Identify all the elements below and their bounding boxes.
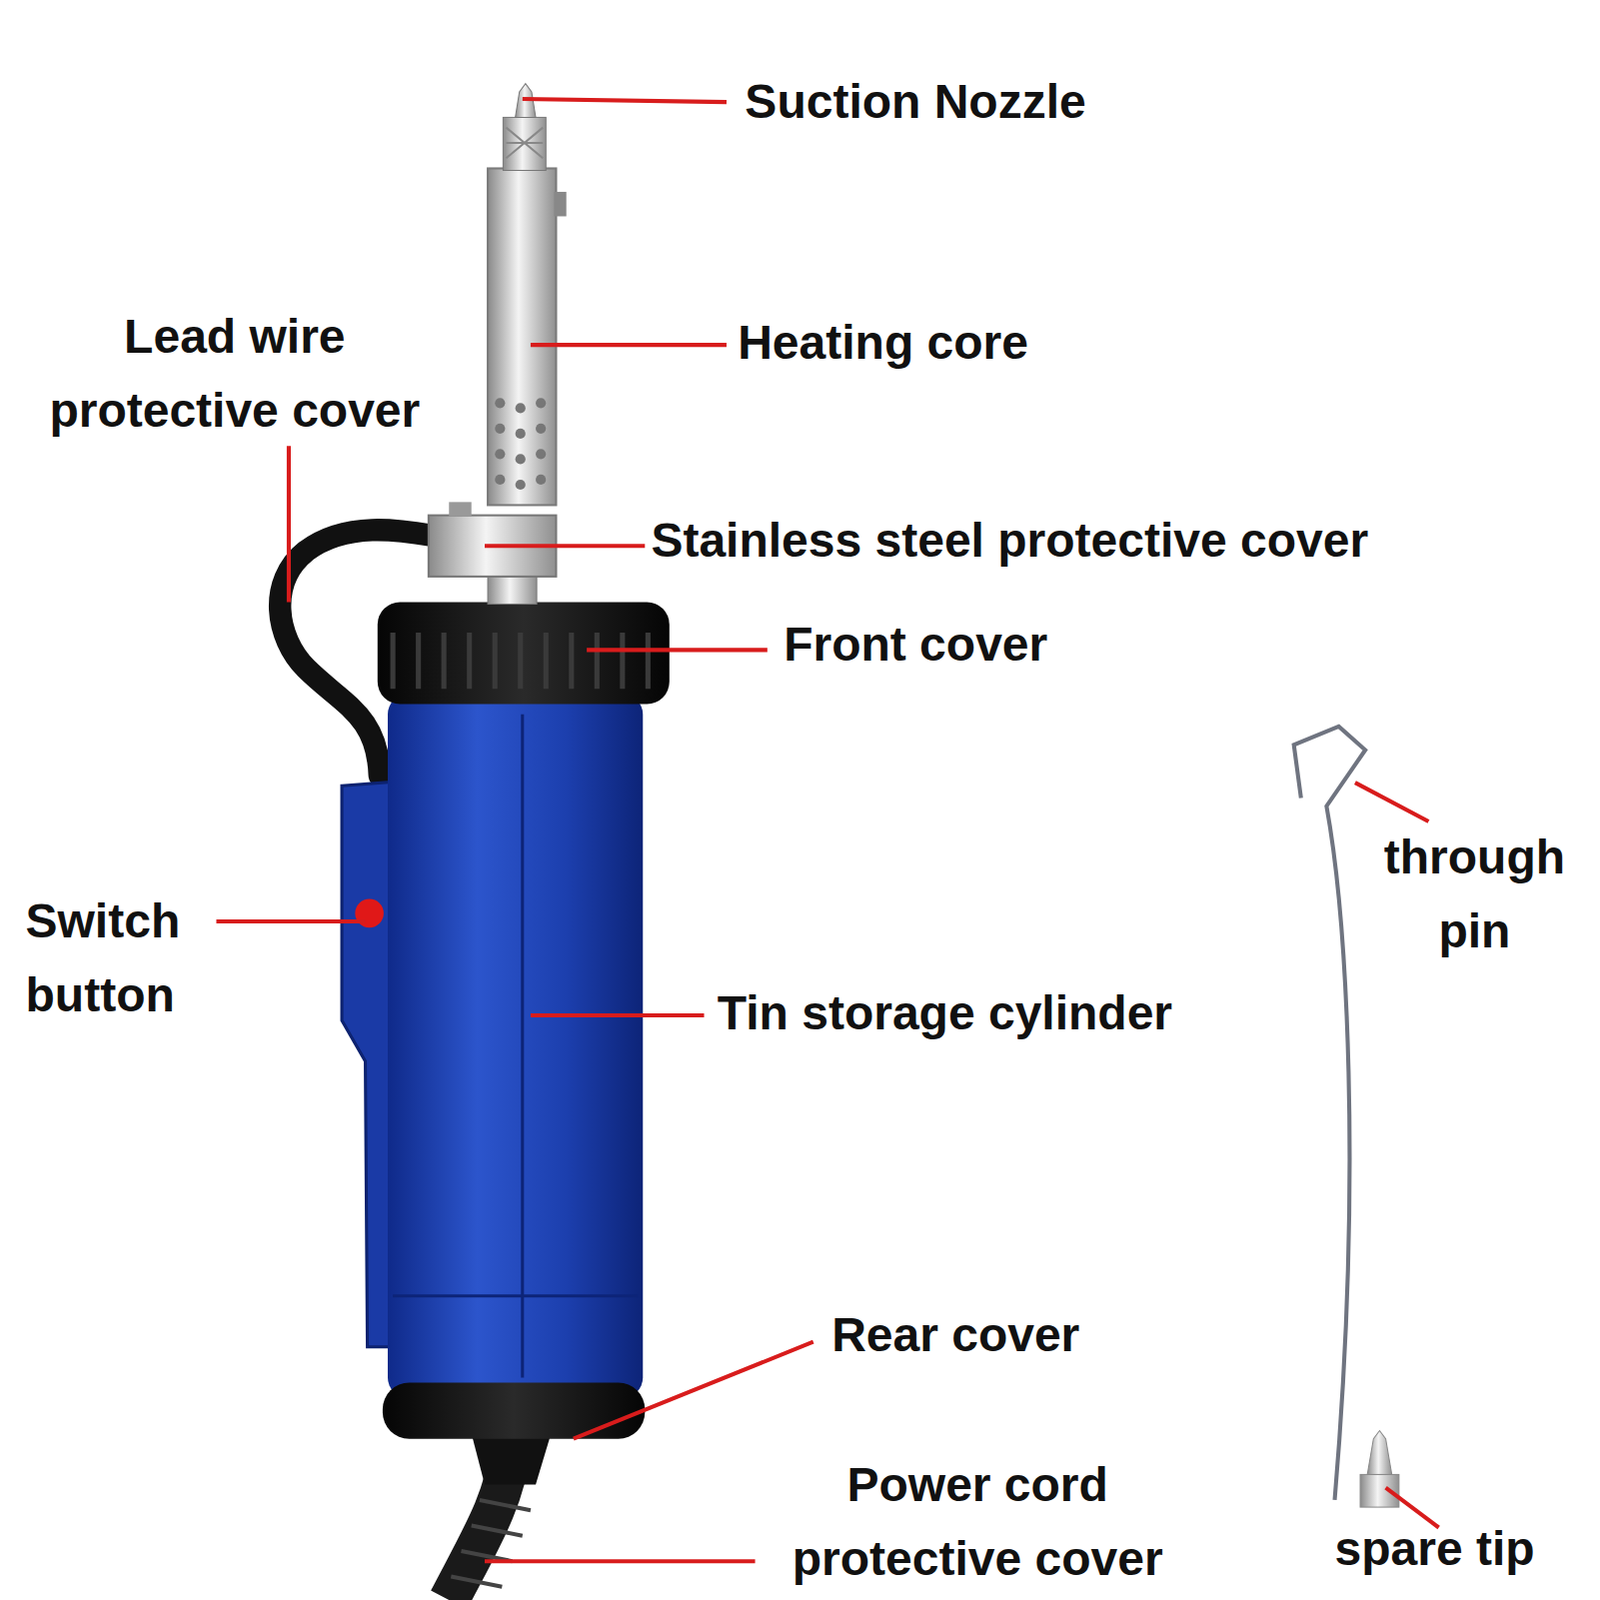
screw <box>553 191 566 217</box>
part-label: Rear cover <box>831 1298 1080 1373</box>
cord-relief <box>471 1434 552 1486</box>
part-label: Switch button <box>25 884 230 1033</box>
part-label: through pin <box>1357 820 1593 969</box>
part-label: Stainless steel protective cover <box>650 503 1369 578</box>
rear-cover <box>382 1383 645 1440</box>
part-label: Power cord protective cover <box>753 1448 1203 1597</box>
cord-ribs <box>450 1500 531 1588</box>
part-label: Front cover <box>783 607 1048 682</box>
clamp-screw <box>448 501 471 516</box>
vent-holes <box>494 397 546 490</box>
part-label: Heating core <box>737 305 1029 380</box>
nozzle-knurl <box>502 116 546 170</box>
spare-tip <box>1367 1431 1393 1476</box>
part-label: Tin storage cylinder <box>717 976 1173 1051</box>
cylinder-seam <box>520 714 524 1379</box>
part-label: spare tip <box>1335 1512 1536 1587</box>
leader-lines <box>215 98 1439 1562</box>
through-pin <box>1294 726 1366 1501</box>
heating-core <box>487 167 556 505</box>
tin-storage-cylinder <box>387 693 643 1399</box>
front-cover <box>377 601 670 704</box>
cylinder-groove <box>392 1294 638 1298</box>
part-label: Lead wire protective cover <box>9 299 459 448</box>
knurl-lines <box>505 127 543 159</box>
part-label: Suction Nozzle <box>744 64 1086 139</box>
knurling <box>392 632 648 689</box>
